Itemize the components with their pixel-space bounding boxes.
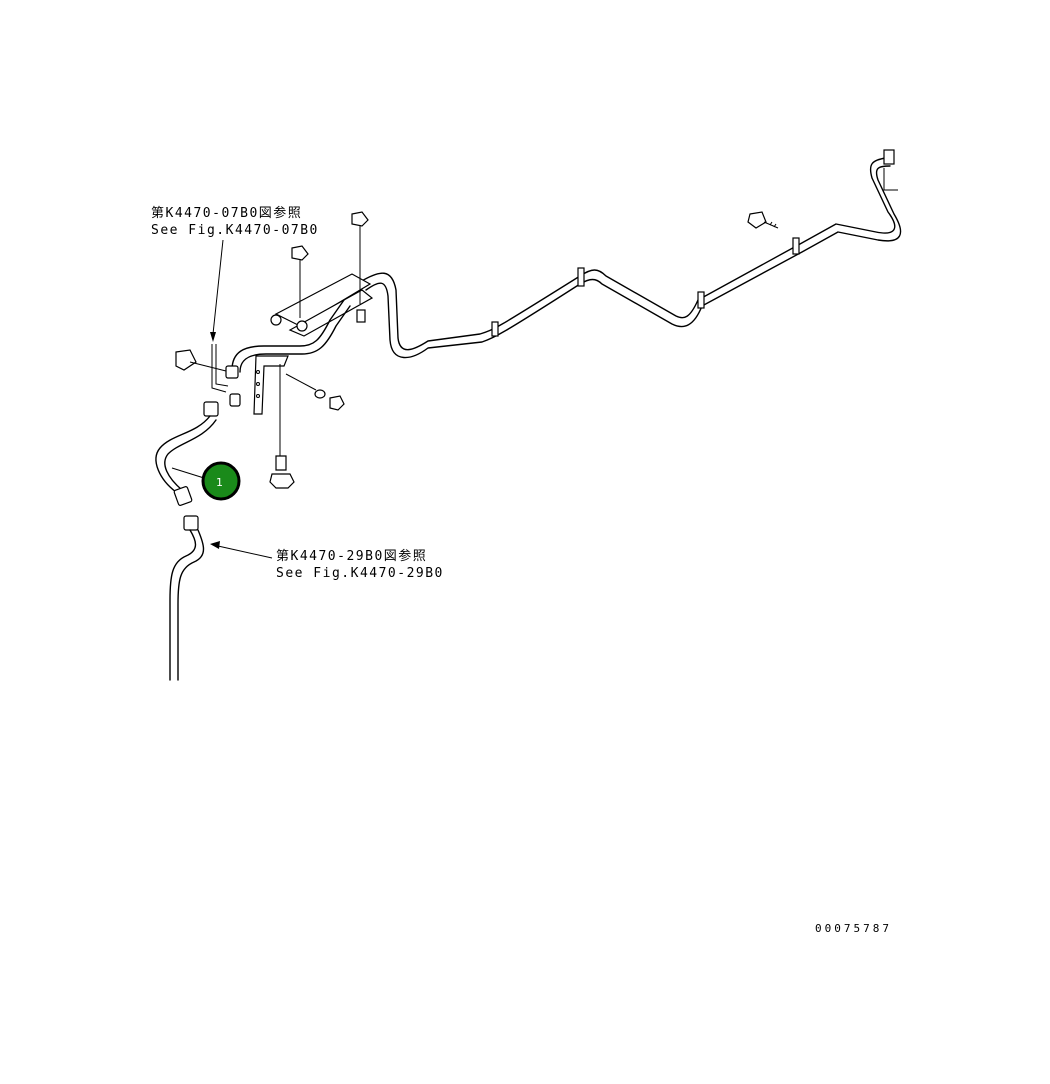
reference-label-en: See Fig.K4470-07B0: [151, 223, 319, 238]
callout-number: 1: [216, 476, 223, 489]
fittings: [203, 365, 241, 417]
connecting-pipe: [231, 299, 351, 373]
lower-pipe: [169, 529, 205, 681]
callout-1: 1: [201, 461, 241, 501]
right-bolt: [747, 211, 779, 229]
upper-bolts: [291, 211, 369, 318]
main-pipe: [359, 157, 902, 359]
reference-label-jp: 第K4470-07B0図参照: [151, 206, 303, 221]
washer-nut: [285, 373, 345, 411]
drawing-number: 00075787: [815, 922, 892, 935]
bracket-bolt: [269, 455, 295, 489]
pipe-clamps: [491, 149, 898, 337]
hose-assembly: [155, 415, 217, 531]
pipe-clamp: [577, 267, 585, 287]
left-clip: [175, 344, 231, 393]
end-bracket: [883, 168, 898, 191]
reference-label-en: See Fig.K4470-29B0: [276, 566, 444, 581]
callout-circle: [201, 461, 241, 501]
junction-block: [270, 273, 374, 337]
mounting-bracket: [253, 355, 289, 456]
pipe-clamp: [697, 291, 705, 309]
pipe-end-fitting: [883, 149, 895, 165]
pipe-clamp: [491, 321, 499, 337]
reference-label-jp: 第K4470-29B0図参照: [276, 549, 428, 564]
pipe-clamp: [792, 237, 800, 255]
leader-lines: [171, 239, 273, 559]
